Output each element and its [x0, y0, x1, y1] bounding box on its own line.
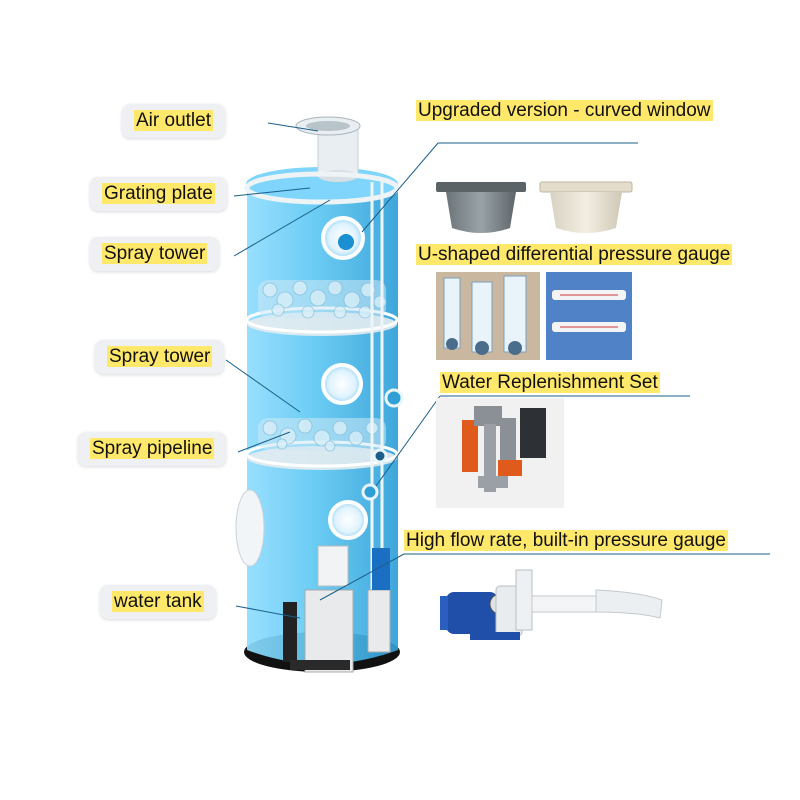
label-spray-tower-1-text: Spray tower [102, 243, 208, 264]
label-curved-window: Upgraded version - curved window [416, 100, 713, 122]
label-water-tank: water tank [100, 585, 216, 619]
leader-lines [225, 122, 770, 619]
label-replenishment: Water Replenishment Set [440, 372, 660, 394]
label-spray-pipeline: Spray pipeline [78, 432, 227, 466]
label-grating-plate-text: Grating plate [102, 183, 215, 204]
curved-window-products [436, 181, 633, 233]
tank-equipment [283, 545, 391, 673]
label-spray-tower-1: Spray tower [90, 237, 220, 271]
label-pump: High flow rate, built-in pressure gauge [404, 530, 729, 552]
label-pressure-gauge: U-shaped differential pressure gauge [416, 244, 733, 266]
label-air-outlet-text: Air outlet [134, 110, 213, 131]
label-pump-text: High flow rate, built-in pressure gauge [404, 530, 729, 551]
label-grating-plate: Grating plate [90, 177, 227, 211]
label-spray-tower-2: Spray tower [95, 340, 225, 374]
curved-window-icon [235, 216, 368, 567]
label-pressure-gauge-text: U-shaped differential pressure gauge [416, 244, 733, 265]
valve-icon [436, 398, 564, 508]
label-spray-pipeline-text: Spray pipeline [90, 438, 215, 459]
label-spray-tower-2-text: Spray tower [107, 346, 213, 367]
pressure-gauge-photos [436, 272, 632, 360]
label-replenishment-text: Water Replenishment Set [440, 372, 660, 393]
pump-icon [440, 569, 663, 640]
packing-media [258, 280, 387, 452]
label-water-tank-text: water tank [112, 591, 204, 612]
spray-pipeline [361, 182, 404, 600]
label-air-outlet: Air outlet [122, 104, 225, 138]
label-curved-window-text: Upgraded version - curved window [416, 100, 713, 121]
